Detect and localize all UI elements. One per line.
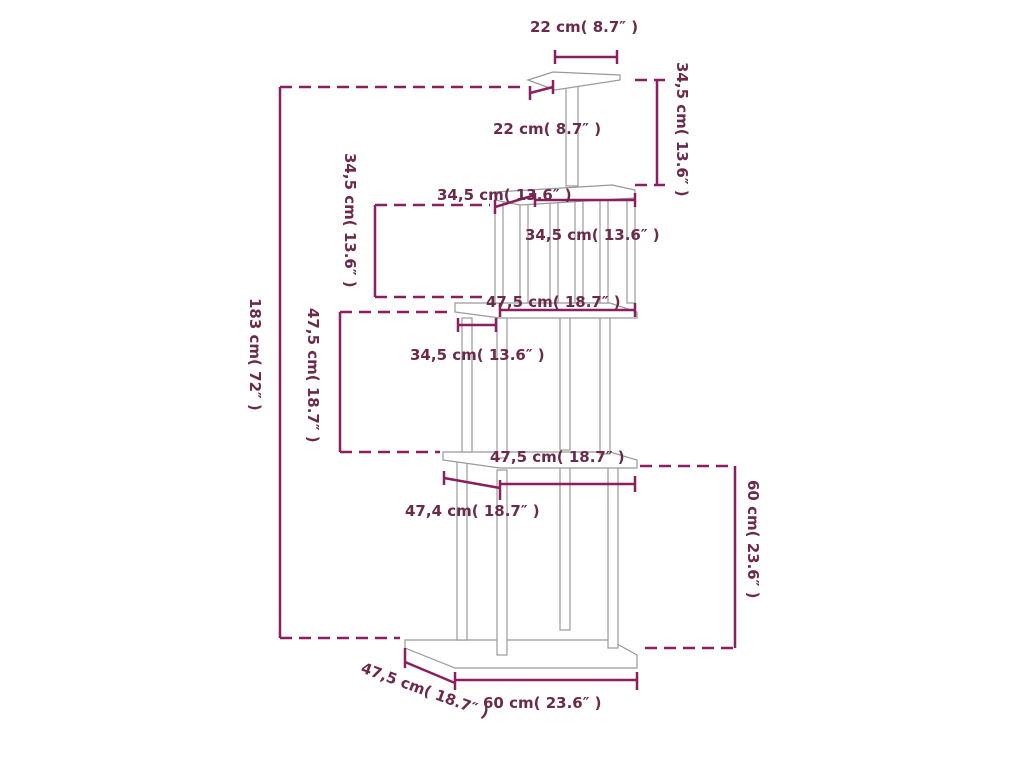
level4-height-label: 34,5 cm( 13.6″ )	[341, 153, 359, 288]
post	[494, 199, 504, 304]
level2-depth-label: 47,4 cm( 18.7″ )	[405, 502, 540, 520]
level4-depth-label: 34,5 cm( 13.6″ )	[437, 186, 572, 204]
top-width-label: 22 cm( 8.7″ )	[530, 18, 638, 36]
post	[599, 311, 611, 455]
level2-width-label: 47,5 cm( 18.7″ )	[490, 448, 625, 466]
top-height-label: 34,5 cm( 13.6″ )	[673, 62, 691, 197]
cat-tree	[404, 71, 638, 669]
post	[519, 199, 529, 304]
level3-width-label: 47,5 cm( 18.7″ )	[486, 293, 621, 311]
level4-width-label: 34,5 cm( 13.6″ )	[525, 226, 660, 244]
level3-depth-label: 34,5 cm( 13.6″ )	[410, 346, 545, 364]
top-depth-label: 22 cm( 8.7″ )	[493, 120, 601, 138]
top-platform	[526, 71, 621, 91]
post	[559, 459, 571, 631]
post	[607, 461, 619, 649]
post	[574, 199, 584, 304]
base-width-label: 60 cm( 23.6″ )	[483, 694, 601, 712]
post	[461, 317, 473, 453]
post	[496, 317, 508, 459]
post	[559, 309, 571, 451]
post	[626, 195, 636, 304]
post	[549, 199, 559, 304]
post	[456, 461, 468, 641]
base-platform	[404, 639, 638, 669]
level2-height-label: 60 cm( 23.6″ )	[744, 480, 762, 598]
post	[496, 469, 508, 656]
total-height-label: 183 cm( 72″ )	[246, 298, 264, 411]
level3-height-label: 47,5 cm( 18.7″ )	[304, 308, 322, 443]
dimension-lines	[278, 50, 737, 690]
post	[599, 199, 609, 304]
